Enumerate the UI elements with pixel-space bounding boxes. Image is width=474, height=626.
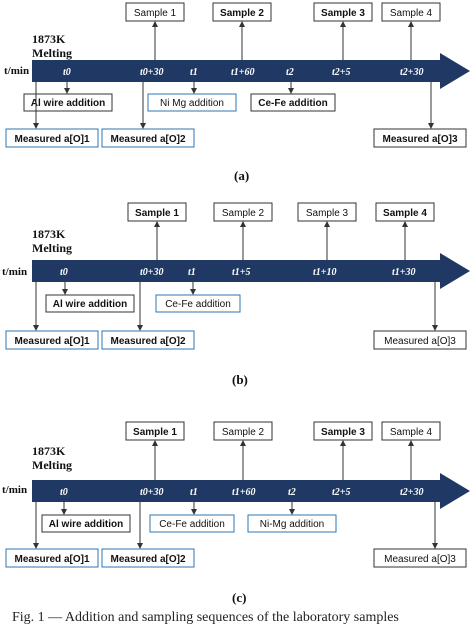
timeline-arrow <box>32 53 470 89</box>
sample-label: Sample 3 <box>321 8 365 19</box>
measured-box <box>101 330 195 350</box>
measured-box <box>101 128 195 148</box>
time-label: t1+60 <box>232 487 255 498</box>
time-label: t0+30 <box>140 267 163 278</box>
measured-label: Measured a[O]2 <box>110 336 185 347</box>
sample-label: Sample 2 <box>222 427 265 438</box>
timeline-arrow <box>32 473 470 509</box>
measured-label: Measured a[O]2 <box>110 554 185 565</box>
measured-label: Measured a[O]1 <box>14 554 89 565</box>
sample-label: Sample 1 <box>135 208 179 219</box>
diagram-b: 1873K Melting t/min t0 t0+30 t1 t1+5 t1+… <box>2 202 470 387</box>
time-label: t2 <box>288 487 296 498</box>
sample-label: Sample 1 <box>133 427 177 438</box>
temperature-label: 1873K <box>32 227 66 241</box>
axis-unit-label: t/min <box>2 266 27 278</box>
temperature-label: 1873K <box>32 444 66 458</box>
axis-unit-label: t/min <box>4 65 29 77</box>
addition-label: Al wire addition <box>31 98 105 109</box>
sample-label: Sample 3 <box>306 208 349 219</box>
axis-unit-label: t/min <box>2 484 27 496</box>
time-label: t1 <box>190 67 198 78</box>
time-label: t0 <box>63 67 71 78</box>
figure-caption: Fig. 1 — Addition and sampling sequences… <box>12 610 399 625</box>
time-label: t2+30 <box>400 487 423 498</box>
addition-box <box>247 514 337 533</box>
time-label: t0 <box>60 267 68 278</box>
sample-label: Sample 4 <box>383 208 427 219</box>
time-label: t1 <box>190 487 198 498</box>
measured-label: Measured a[O]3 <box>384 336 456 347</box>
measured-box <box>5 548 99 568</box>
measured-box <box>5 128 99 148</box>
time-label: t1 <box>188 267 196 278</box>
measured-box <box>101 548 195 568</box>
sample-label: Sample 4 <box>390 427 433 438</box>
addition-box <box>147 93 237 112</box>
addition-label: Ce-Fe addition <box>159 519 225 530</box>
measured-box <box>5 330 99 350</box>
time-label: t0 <box>60 487 68 498</box>
addition-box <box>155 294 241 313</box>
subfigure-letter: (b) <box>232 372 248 387</box>
sample-label: Sample 2 <box>220 8 264 19</box>
addition-box <box>23 93 113 112</box>
addition-label: Ce-Fe addition <box>165 299 231 310</box>
time-label: t1+10 <box>313 267 336 278</box>
addition-box <box>250 93 336 112</box>
time-label: t2+30 <box>400 67 423 78</box>
measured-box <box>373 330 467 350</box>
time-label: t1+60 <box>231 67 254 78</box>
time-label: t2+5 <box>332 487 350 498</box>
subfigure-letter: (a) <box>234 168 249 183</box>
sample-label: Sample 3 <box>321 427 365 438</box>
state-label: Melting <box>32 241 72 255</box>
addition-label: Ni Mg addition <box>160 98 224 109</box>
addition-box <box>45 294 135 313</box>
measured-label: Measured a[O]2 <box>110 134 185 145</box>
measured-label: Measured a[O]3 <box>384 554 456 565</box>
addition-label: Al wire addition <box>49 519 123 530</box>
temperature-label: 1873K <box>32 32 66 46</box>
measured-label: Measured a[O]1 <box>14 134 89 145</box>
subfigure-letter: (c) <box>232 590 246 605</box>
time-label: t0+30 <box>140 67 163 78</box>
measured-box <box>373 548 467 568</box>
measured-box <box>373 128 467 148</box>
addition-label: Ni-Mg addition <box>260 519 324 530</box>
state-label: Melting <box>32 458 72 472</box>
addition-label: Ce-Fe addition <box>258 98 327 109</box>
diagram-c: 1873K Melting t/min t0 t0+30 t1 t1+60 t2… <box>2 421 470 605</box>
time-label: t2+5 <box>332 67 350 78</box>
addition-label: Al wire addition <box>53 299 127 310</box>
timeline-arrow <box>32 253 470 289</box>
time-label: t2 <box>286 67 294 78</box>
addition-box <box>41 514 131 533</box>
sample-label: Sample 2 <box>222 208 265 219</box>
sample-label: Sample 1 <box>134 8 177 19</box>
state-label: Melting <box>32 46 72 60</box>
addition-box <box>149 514 235 533</box>
measured-label: Measured a[O]1 <box>14 336 89 347</box>
time-label: t0+30 <box>140 487 163 498</box>
time-label: t1+30 <box>392 267 415 278</box>
diagram-a: 1873K Melting t/min t0 t0+30 t1 t1+60 t2… <box>4 2 470 183</box>
measured-label: Measured a[O]3 <box>382 134 457 145</box>
sample-label: Sample 4 <box>390 8 433 19</box>
time-label: t1+5 <box>232 267 250 278</box>
